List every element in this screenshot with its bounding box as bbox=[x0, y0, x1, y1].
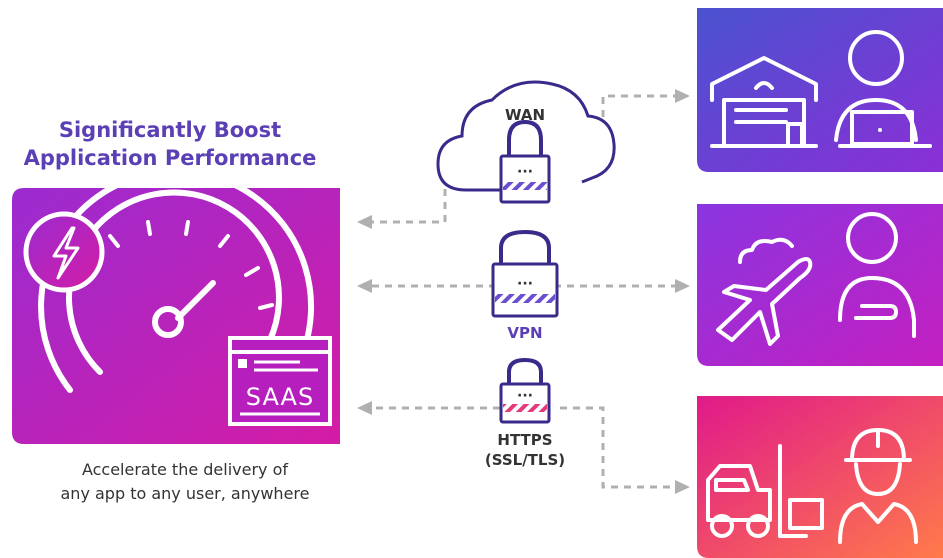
padlock-icon: ··· bbox=[499, 119, 551, 204]
subtitle-line-2: any app to any user, anywhere bbox=[60, 484, 310, 503]
page-subtitle: Accelerate the delivery of any app to an… bbox=[20, 458, 350, 506]
svg-text:···: ··· bbox=[517, 276, 533, 292]
page-title: Significantly Boost Application Performa… bbox=[20, 116, 320, 172]
user-panel-industrial bbox=[697, 396, 943, 558]
https-label-line-1: HTTPS bbox=[497, 431, 553, 449]
https-label-line-2: (SSL/TLS) bbox=[484, 451, 566, 469]
padlock-icon: ··· bbox=[491, 229, 559, 318]
padlock-icon: ··· bbox=[499, 357, 551, 424]
arrowheads bbox=[357, 89, 690, 494]
office-worker-icon bbox=[834, 30, 932, 148]
svg-text:···: ··· bbox=[517, 164, 533, 180]
wan-connector bbox=[372, 150, 447, 224]
user-panel-travel bbox=[697, 204, 943, 366]
title-line-2: Application Performance bbox=[23, 146, 317, 170]
lightning-bolt-icon bbox=[23, 211, 105, 293]
speedometer-icon bbox=[38, 168, 315, 393]
https-label: HTTPS (SSL/TLS) bbox=[470, 430, 580, 470]
forklift-icon bbox=[706, 444, 824, 538]
warehouse-icon bbox=[710, 56, 818, 148]
svg-text:···: ··· bbox=[517, 388, 533, 404]
saas-window-icon: SAAS bbox=[228, 336, 332, 426]
wan-label: WAN bbox=[504, 106, 546, 124]
cloud-icon bbox=[436, 80, 616, 192]
user-panel-warehouse bbox=[697, 8, 943, 172]
https-connector-right bbox=[560, 406, 675, 489]
vpn-label: VPN bbox=[507, 324, 543, 342]
traveler-icon bbox=[838, 212, 916, 338]
construction-worker-icon bbox=[838, 428, 918, 544]
saas-badge-text: SAAS bbox=[246, 383, 314, 411]
connectors bbox=[372, 94, 675, 489]
title-line-1: Significantly Boost bbox=[58, 118, 282, 142]
airplane-icon bbox=[716, 237, 813, 346]
app-panel: SAAS bbox=[12, 168, 340, 444]
subtitle-line-1: Accelerate the delivery of bbox=[81, 460, 289, 479]
wan-connector-right bbox=[601, 94, 675, 130]
